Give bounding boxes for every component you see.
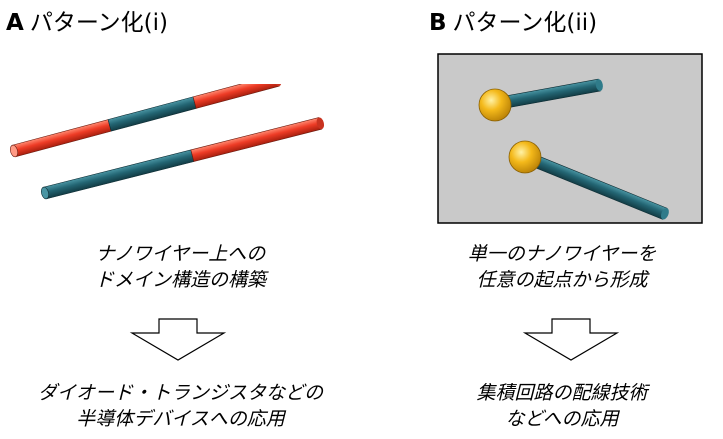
lower-catalyst-particle: [508, 140, 542, 174]
down-arrow-icon: [522, 318, 620, 361]
upper-wire-end-cap: [595, 79, 603, 91]
wire2-end-cap: [41, 186, 49, 200]
upper-catalyst-particle: [478, 88, 512, 122]
panel-a-caption-top-line-1: ナノワイヤー上への: [95, 243, 266, 265]
substrate: [437, 53, 703, 224]
panel-b-caption-top-line-2: 任意の起点から形成: [476, 269, 648, 291]
panel-b-caption-top-line-1: 単一のナノワイヤーを: [467, 243, 657, 265]
panel-a-caption-top-line-2: ドメイン構造の構築: [94, 269, 266, 291]
wire2-segment-red: [190, 117, 323, 162]
wire1-segment-red-left: [12, 119, 112, 158]
panel-a-caption-bottom-line-2: 半導体デバイスへの応用: [76, 408, 285, 430]
nanowire-upper: [478, 78, 603, 122]
nanowire-1: [9, 84, 282, 158]
panel-a-caption-bottom-line-1: ダイオード・トランジスタなどの: [37, 382, 323, 404]
wire2-segment-teal: [43, 149, 195, 200]
panel-a-caption-top: ナノワイヤー上への ドメイン構造の構築: [0, 241, 361, 293]
panel-a-title-text: パターン化(i): [29, 10, 168, 36]
down-arrow-icon: [129, 318, 227, 361]
panel-b-caption-bottom-line-1: 集積回路の配線技術: [476, 382, 648, 404]
panel-b-letter: B: [429, 10, 447, 36]
wire1-segment-teal: [107, 96, 197, 132]
segmented-nanowires-illustration: [9, 84, 325, 200]
panel-b-caption-bottom-line-2: などへの応用: [505, 408, 619, 430]
wire1-segment-red-right: [192, 84, 280, 109]
lower-wire-end-cap: [660, 208, 669, 220]
panel-b-caption-bottom: 集積回路の配線技術 などへの応用: [361, 380, 723, 432]
panel-a-letter: A: [6, 10, 24, 36]
nanowire-lower: [508, 140, 669, 220]
nucleated-nanowires-illustration: [437, 53, 703, 224]
panel-b-title-text: パターン化(ii): [452, 10, 598, 36]
wire2-end-cap-right: [316, 117, 325, 130]
panel-b-caption-top: 単一のナノワイヤーを 任意の起点から形成: [361, 241, 723, 293]
nanowire-2: [41, 117, 325, 200]
panel-a-caption-bottom: ダイオード・トランジスタなどの 半導体デバイスへの応用: [0, 380, 361, 432]
wire1-end-cap: [9, 144, 19, 158]
